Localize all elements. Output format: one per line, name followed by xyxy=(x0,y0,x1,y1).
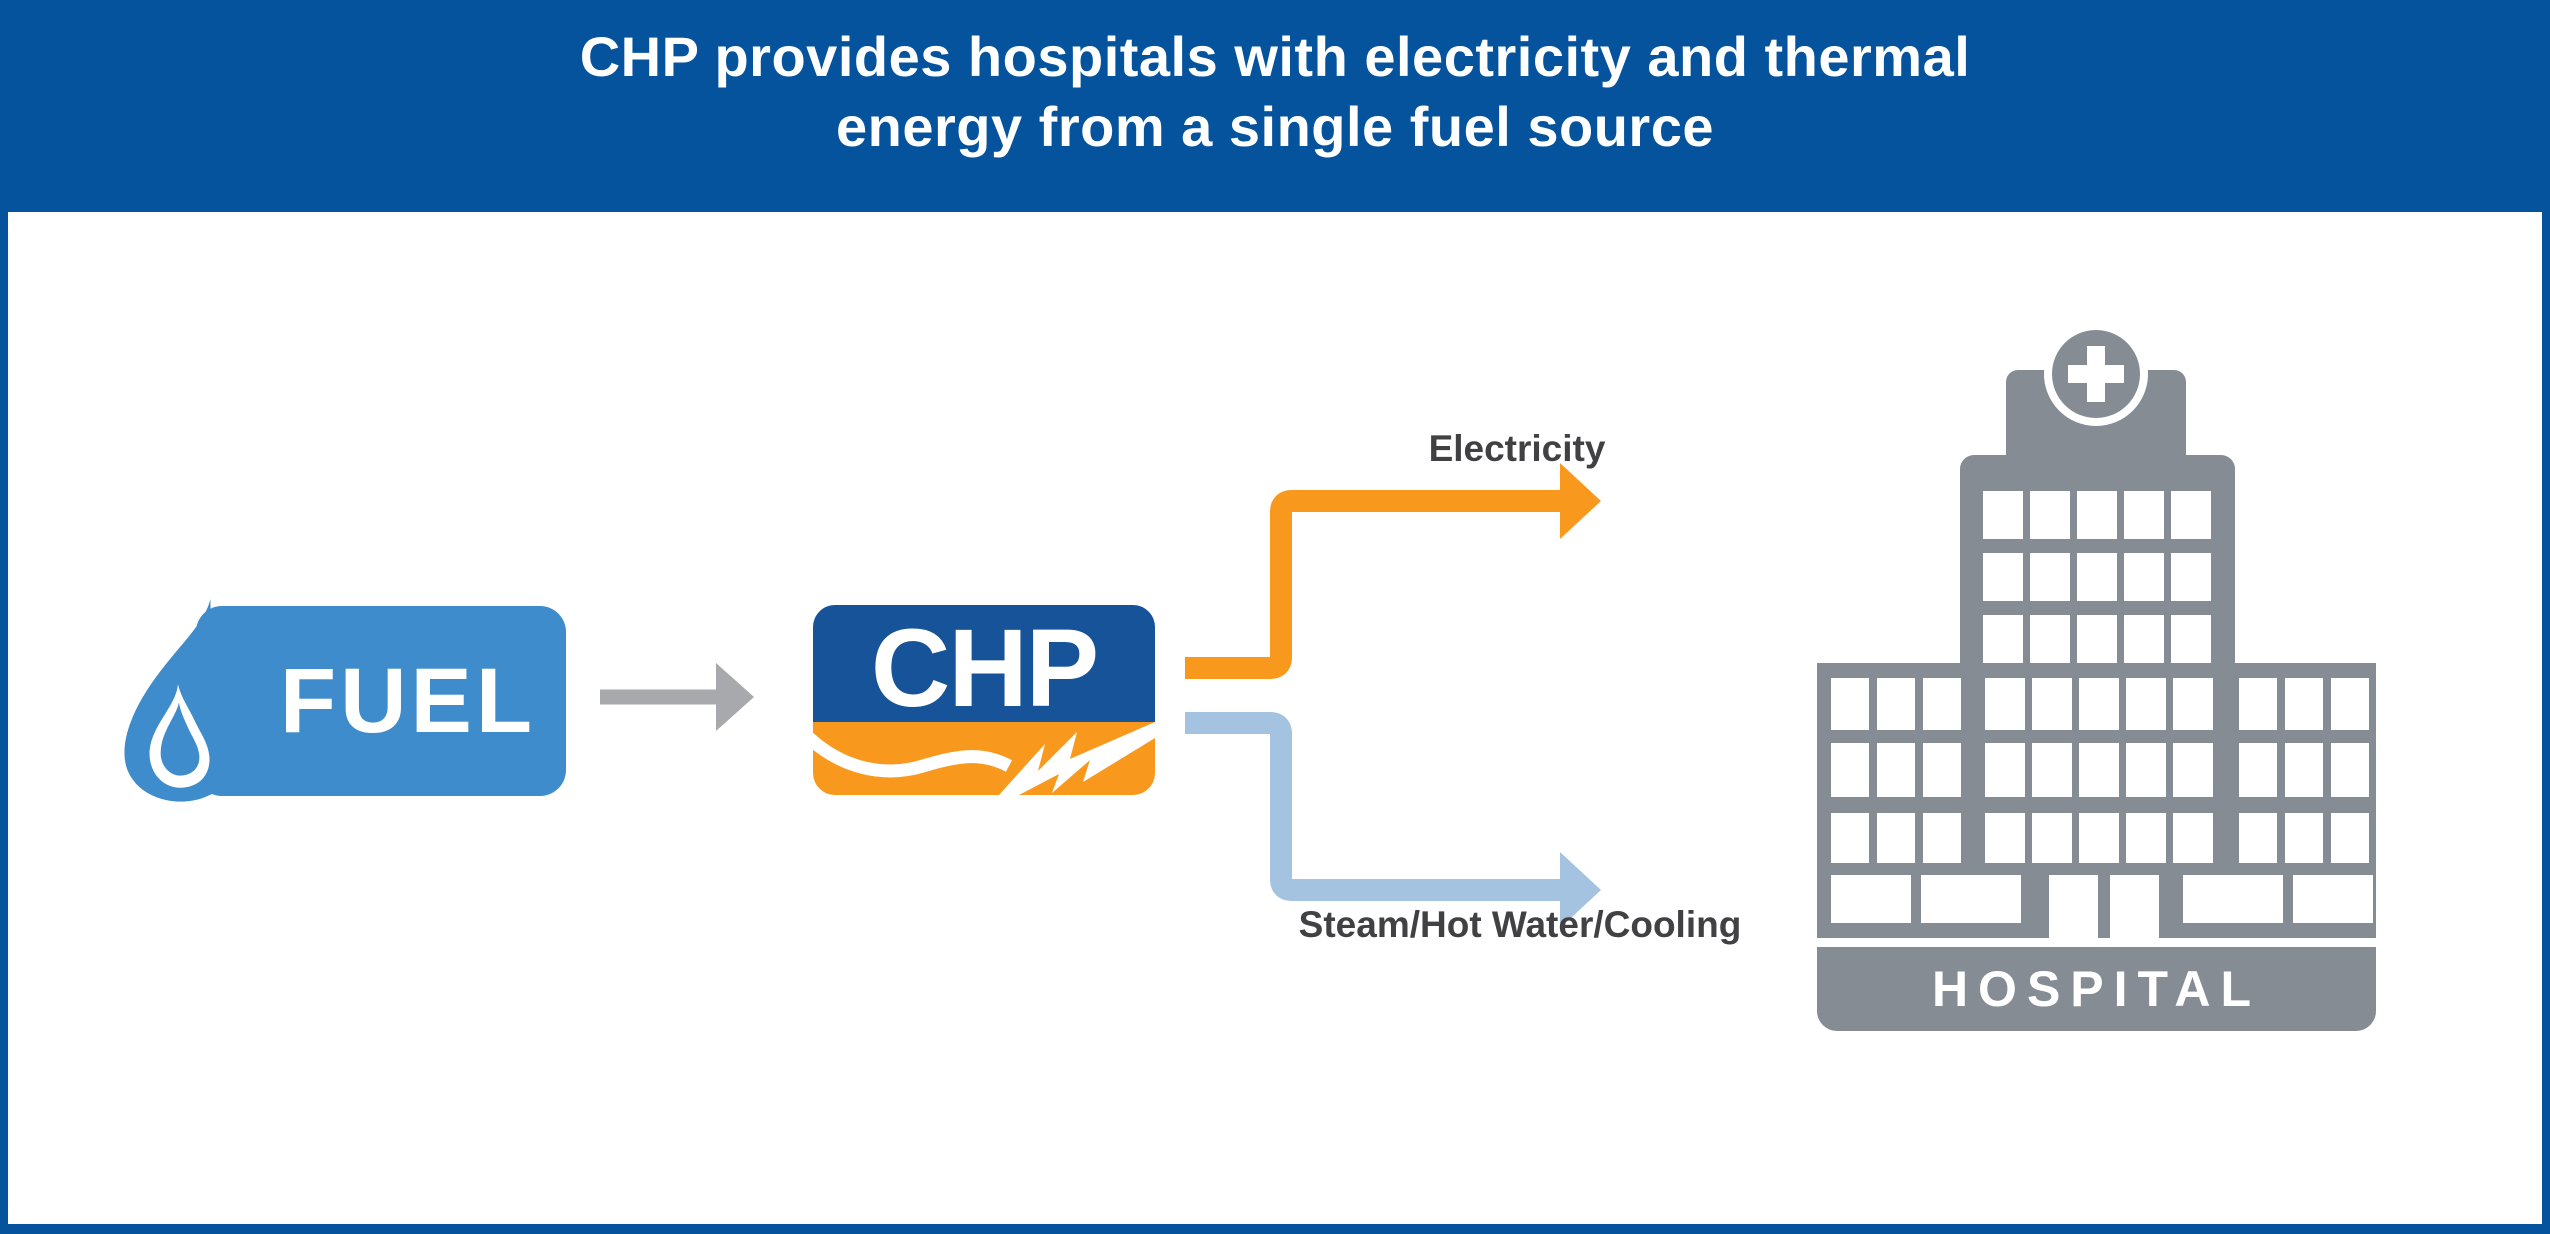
hospital-window xyxy=(2077,553,2117,601)
hospital-window xyxy=(2171,491,2211,539)
hospital-window xyxy=(1923,678,1961,730)
cross-vertical-bar xyxy=(2087,346,2105,402)
right-wing-windows xyxy=(2239,743,2369,797)
hospital-window xyxy=(1877,678,1915,730)
hospital-window xyxy=(2171,553,2211,601)
hospital-window xyxy=(1877,813,1915,863)
fuel-label: FUEL xyxy=(279,649,537,752)
hospital-window xyxy=(1877,743,1915,797)
right-wing-windows xyxy=(2239,678,2369,730)
chp-label: CHP xyxy=(870,606,1099,730)
hospital-window xyxy=(2032,813,2072,863)
fuel-node xyxy=(196,606,566,796)
left-wing-windows xyxy=(1831,678,1961,730)
hospital-window xyxy=(2077,615,2117,663)
hospital-window xyxy=(2030,615,2070,663)
left-wing-windows xyxy=(1831,743,1961,797)
hospital-window xyxy=(2124,615,2164,663)
ground-floor-row xyxy=(1817,875,2376,938)
hospital-window xyxy=(2239,813,2277,863)
hospital-window xyxy=(2126,678,2166,730)
hospital-window xyxy=(1985,813,2025,863)
hospital-window xyxy=(1921,875,2021,923)
hospital-window xyxy=(2239,743,2277,797)
hospital-window xyxy=(2285,678,2323,730)
hospital-window xyxy=(2173,678,2213,730)
hospital-window xyxy=(2079,678,2119,730)
hospital-window xyxy=(2079,813,2119,863)
thermal-label: Steam/Hot Water/Cooling xyxy=(1298,904,1742,945)
hospital-tower xyxy=(1960,455,2235,663)
page-title: CHP provides hospitals with electricity … xyxy=(0,22,2550,162)
hospital-window xyxy=(1831,743,1869,797)
hospital-window xyxy=(2285,813,2323,863)
hospital-window xyxy=(2285,743,2323,797)
hospital-window xyxy=(1983,615,2023,663)
hospital-window xyxy=(2171,615,2211,663)
hospital-window xyxy=(2293,875,2373,923)
hospital-window xyxy=(2126,743,2166,797)
hospital-label: HOSPITAL xyxy=(1931,961,2262,1017)
hospital-window xyxy=(1985,743,2025,797)
left-wing-windows xyxy=(1831,813,1961,863)
hospital-window xyxy=(2126,813,2166,863)
tower-window-grid xyxy=(1983,491,2211,663)
hospital-window xyxy=(1983,553,2023,601)
hospital-window xyxy=(1831,813,1869,863)
hospital-window xyxy=(2077,491,2117,539)
window-row xyxy=(1817,813,2376,863)
hospital-window xyxy=(2331,813,2369,863)
hospital-window xyxy=(2331,743,2369,797)
hospital-window xyxy=(1923,813,1961,863)
hospital-door xyxy=(2110,875,2159,938)
center-windows xyxy=(1985,743,2213,797)
medical-cross-icon xyxy=(2052,330,2140,418)
right-wing-windows xyxy=(2239,813,2369,863)
hospital-window xyxy=(1983,491,2023,539)
page-title-line2: energy from a single fuel source xyxy=(835,95,1715,158)
hospital-door xyxy=(2049,875,2098,938)
hospital-node: HOSPITAL xyxy=(1817,330,2376,1031)
center-windows xyxy=(1985,813,2213,863)
hospital-window xyxy=(1923,743,1961,797)
center-windows xyxy=(1985,678,2213,730)
chp-logo-top: CHP xyxy=(813,605,1155,730)
window-row xyxy=(1817,743,2376,797)
hospital-window xyxy=(2030,553,2070,601)
hospital-window xyxy=(2239,678,2277,730)
hospital-window xyxy=(2079,743,2119,797)
wave-lightning-icon xyxy=(813,722,1155,795)
hospital-window xyxy=(2183,875,2283,923)
header-banner: CHP provides hospitals with electricity … xyxy=(0,0,2550,212)
hospital-window xyxy=(1831,875,1911,923)
hospital-window xyxy=(2173,743,2213,797)
hospital-window xyxy=(2032,743,2072,797)
fuel-to-chp-arrow xyxy=(600,663,754,731)
electricity-label: Electricity xyxy=(1428,428,1606,469)
hospital-sign: HOSPITAL xyxy=(1817,947,2376,1031)
hospital-window xyxy=(2331,678,2369,730)
hospital-window xyxy=(2124,491,2164,539)
hospital-window xyxy=(2032,678,2072,730)
chp-logo-bottom xyxy=(813,722,1155,795)
chp-node: CHP xyxy=(813,605,1155,795)
hospital-body xyxy=(1817,663,2376,938)
hospital-window xyxy=(1985,678,2025,730)
page-title-line1: CHP provides hospitals with electricity … xyxy=(579,25,1971,88)
hospital-window xyxy=(2124,553,2164,601)
flame-icon xyxy=(124,599,240,802)
hospital-window xyxy=(2030,491,2070,539)
hospital-window xyxy=(2173,813,2213,863)
window-row xyxy=(1817,678,2376,730)
hospital-window xyxy=(1831,678,1869,730)
